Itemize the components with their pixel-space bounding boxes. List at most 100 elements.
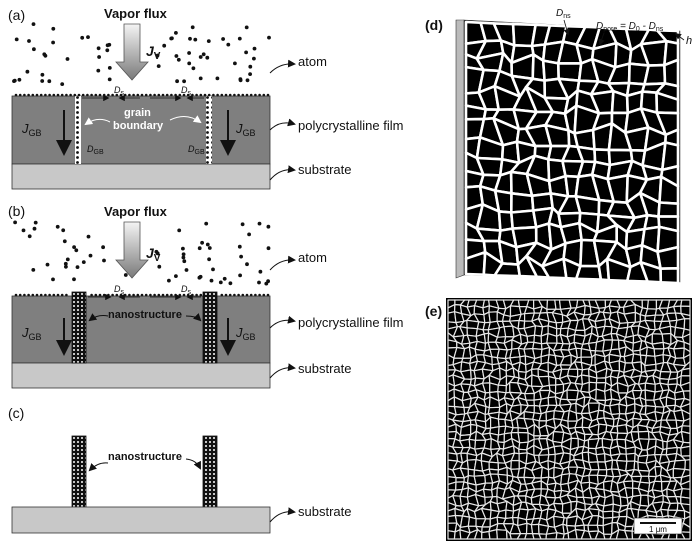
atom-dot <box>74 248 79 253</box>
nano-pointer-left-c <box>88 462 109 472</box>
atom-dot <box>61 228 66 233</box>
atom-dot <box>238 273 243 278</box>
atom-dot <box>176 57 181 62</box>
surface-atom <box>23 293 26 297</box>
nano-pointer-left-b <box>88 313 109 322</box>
gb-pointer-right <box>169 115 202 124</box>
surface-atom <box>123 93 127 97</box>
pore-cell <box>525 399 536 407</box>
surface-atom <box>228 93 232 97</box>
surface-atom <box>254 293 257 297</box>
surface-atom <box>107 93 110 97</box>
nanostructure-label-b: nanostructure <box>108 309 182 321</box>
atom-dot <box>240 222 245 227</box>
atom-dot <box>96 68 101 73</box>
atom-dot <box>190 25 195 30</box>
pore-cell <box>447 339 458 349</box>
atom-dot <box>181 255 186 260</box>
surface-atom <box>237 293 240 297</box>
pore-cell <box>637 430 650 440</box>
substrate-a <box>11 163 271 190</box>
atom-dot <box>264 281 269 286</box>
pore-cell <box>672 459 687 470</box>
atom-dot <box>257 221 262 226</box>
surface-atom <box>18 293 22 297</box>
surface-atom <box>111 293 114 297</box>
nanostructure-right-b <box>202 291 218 364</box>
pore-cell <box>489 382 499 394</box>
surface-atom <box>111 93 114 97</box>
surface-atom <box>149 293 152 297</box>
pore-cell <box>673 347 685 359</box>
surface-atom <box>136 93 140 97</box>
atom-dot <box>198 76 203 81</box>
atom-dot <box>65 257 70 262</box>
pore-cell <box>645 346 656 357</box>
surface-atom <box>48 293 51 297</box>
pore-cell <box>538 533 548 540</box>
surface-atom <box>69 93 72 97</box>
atom-dot <box>258 269 263 274</box>
panel-d: (d) Dns Dpore = D0 - Dns h <box>425 8 692 285</box>
surface-atom <box>191 293 194 297</box>
atom-dot <box>75 265 80 269</box>
substrate-c <box>11 506 271 534</box>
atom-cloud-a <box>12 22 271 86</box>
atom-dot <box>201 52 206 57</box>
atom-dot <box>25 69 30 74</box>
atom-dot <box>167 278 171 283</box>
pore-cell <box>667 502 679 511</box>
atom-dot <box>266 246 271 251</box>
pore-cell <box>541 59 561 82</box>
grain-boundary-right-a <box>206 96 212 164</box>
pore-cell <box>545 532 558 540</box>
surface-atom <box>140 93 144 97</box>
ds-label-a2: Ds <box>181 85 192 97</box>
film-label-b: polycrystalline film <box>298 315 403 330</box>
atom-dot <box>209 278 214 283</box>
surface-atom <box>102 93 106 97</box>
substrate-pointer-b <box>269 363 296 379</box>
atom-dot <box>162 43 167 48</box>
atom-dot <box>181 252 186 257</box>
atom-dot <box>193 37 198 42</box>
surface-atom <box>65 293 68 297</box>
atom-dot <box>198 274 203 279</box>
pore-cell <box>622 480 634 489</box>
atom-dot <box>12 78 17 83</box>
surface-atom <box>27 93 30 97</box>
atom-dot <box>60 82 65 86</box>
surface-atom <box>170 293 173 297</box>
atom-dot <box>157 264 162 269</box>
atom-dot <box>96 46 101 51</box>
pore-cell <box>467 468 475 477</box>
polycrystalline-film-b <box>11 295 271 364</box>
pore-cell <box>517 431 529 444</box>
surface-atom <box>182 293 186 297</box>
atom-dot <box>200 240 205 245</box>
surface-atom <box>220 93 224 97</box>
surface-atom <box>191 93 194 97</box>
surface-atom <box>56 93 60 97</box>
pore-cell <box>510 459 520 470</box>
surface-atom <box>86 93 89 97</box>
surface-atom <box>98 93 102 97</box>
nanostructure-left-b <box>71 291 87 364</box>
surface-atom <box>266 93 270 97</box>
surface-atom <box>136 293 140 297</box>
atom-dot <box>97 55 101 59</box>
scale-bar-label: 1 μm <box>649 525 667 534</box>
surface-atom <box>94 93 98 97</box>
pore-cell <box>524 392 536 401</box>
surface-atom <box>128 293 131 297</box>
atom-dot <box>21 228 26 233</box>
atom-dot <box>174 31 178 35</box>
surface-atom <box>174 93 177 97</box>
atom-dot <box>248 64 253 69</box>
vapor-flux-arrow-a <box>115 23 149 81</box>
pore-cell <box>646 299 658 310</box>
panel-a: (a) Vapor flux JV atom Ds Ds grain bound… <box>8 6 403 190</box>
atom-dot <box>215 76 220 81</box>
dns-pointer <box>563 19 570 36</box>
atom-dot <box>239 254 244 259</box>
